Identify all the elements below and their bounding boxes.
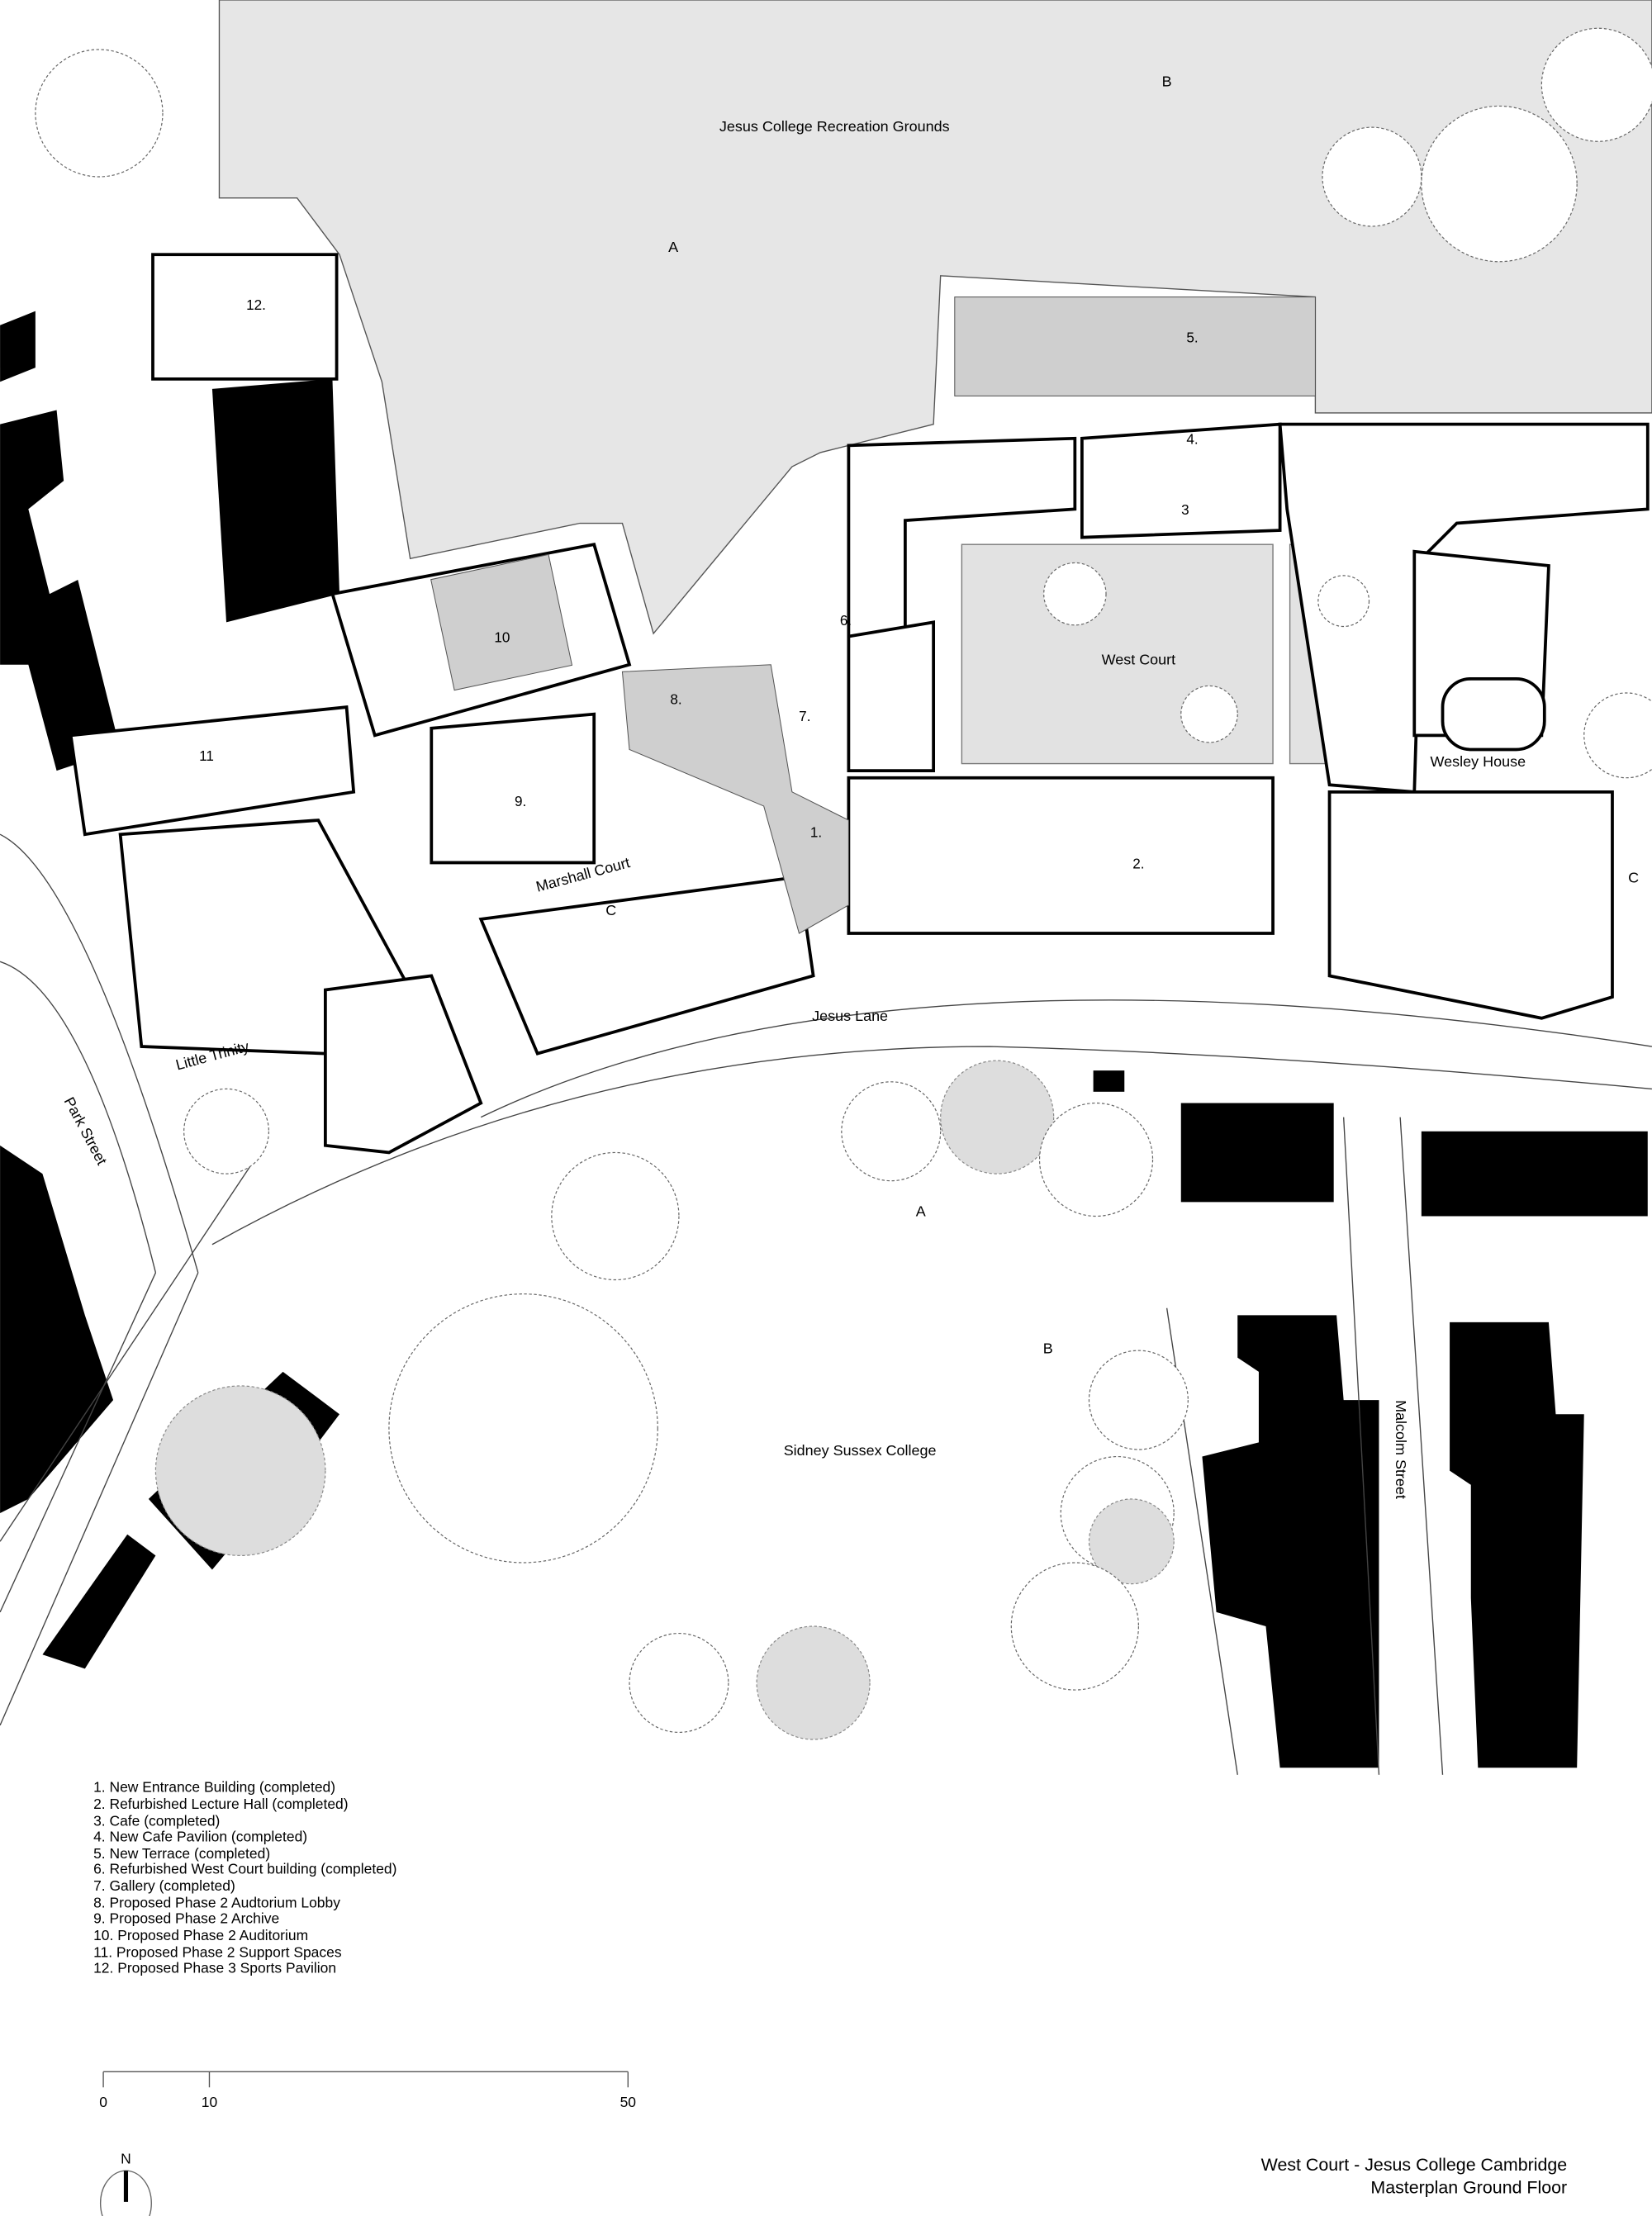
label-west-court: West Court — [1102, 652, 1176, 668]
section-marker-b-bottom: B — [1043, 1341, 1053, 1357]
label-sidney-sussex: Sidney Sussex College — [784, 1442, 937, 1459]
section-marker-a-top: A — [668, 239, 678, 255]
label-jesus-lane: Jesus Lane — [812, 1008, 888, 1024]
legend-item: 9. Proposed Phase 2 Archive — [93, 1910, 279, 1927]
label-malcolm-street: Malcolm Street — [1393, 1400, 1409, 1499]
north-label: N — [121, 2151, 131, 2167]
scale-tick-50: 50 — [620, 2094, 637, 2110]
label-recreation-grounds: Jesus College Recreation Grounds — [719, 118, 950, 135]
plan-number-8: 8. — [670, 692, 681, 708]
north-arrow-icon: N — [99, 2151, 152, 2216]
section-marker-a-bottom: A — [916, 1203, 926, 1219]
legend-item: 1. New Entrance Building (completed) — [93, 1778, 335, 1795]
recreation-grounds-area — [218, 0, 1652, 635]
scale-tick-0: 0 — [99, 2094, 107, 2110]
legend-item: 5. New Terrace (completed) — [93, 1845, 270, 1862]
legend-item: 2. Refurbished Lecture Hall (completed) — [93, 1796, 349, 1812]
plan-number-11: 11 — [199, 748, 214, 764]
plan-number-5: 5. — [1186, 330, 1198, 345]
legend-item: 10. Proposed Phase 2 Auditorium — [93, 1927, 308, 1943]
scale-bar: 0 10 50 — [99, 2071, 636, 2110]
legend-item: 8. Proposed Phase 2 Audtorium Lobby — [93, 1895, 340, 1911]
label-wesley-house: Wesley House — [1431, 753, 1526, 770]
roads — [0, 833, 1652, 1775]
legend-item: 4. New Cafe Pavilion (completed) — [93, 1828, 307, 1844]
plan-number-7: 7. — [799, 709, 810, 724]
plan-number-6: 6. — [840, 613, 852, 629]
label-park-street: Park Street — [61, 1094, 111, 1168]
legend-item: 3. Cafe (completed) — [93, 1812, 220, 1829]
trees — [35, 27, 1652, 1740]
legend-item: 7. Gallery (completed) — [93, 1877, 235, 1894]
plan-number-12: 12. — [246, 297, 266, 313]
plan-number-9: 9. — [515, 794, 526, 809]
lobby-paving — [621, 664, 849, 934]
section-marker-b-top: B — [1162, 73, 1172, 89]
plan-number-10: 10 — [494, 629, 510, 645]
section-marker-c-right: C — [1628, 869, 1639, 885]
drawing-subtitle: Masterplan Ground Floor — [1370, 2178, 1567, 2198]
scale-tick-10: 10 — [202, 2094, 218, 2110]
legend: 1. New Entrance Building (completed) 2. … — [93, 1778, 396, 1976]
plan-number-1: 1. — [810, 825, 822, 841]
plan-number-4: 4. — [1186, 432, 1198, 448]
auditorium-seating — [430, 553, 573, 691]
college-buildings — [69, 253, 1650, 1155]
legend-item: 12. Proposed Phase 3 Sports Pavilion — [93, 1960, 336, 1976]
plan-number-2: 2. — [1132, 856, 1144, 871]
section-marker-c-left: C — [605, 902, 616, 918]
terrace — [954, 297, 1316, 396]
legend-item: 6. Refurbished West Court building (comp… — [93, 1861, 396, 1877]
drawing-title: West Court - Jesus College Cambridge — [1261, 2155, 1568, 2175]
plan-number-3: 3 — [1181, 502, 1189, 518]
legend-item: 11. Proposed Phase 2 Support Spaces — [93, 1944, 342, 1961]
